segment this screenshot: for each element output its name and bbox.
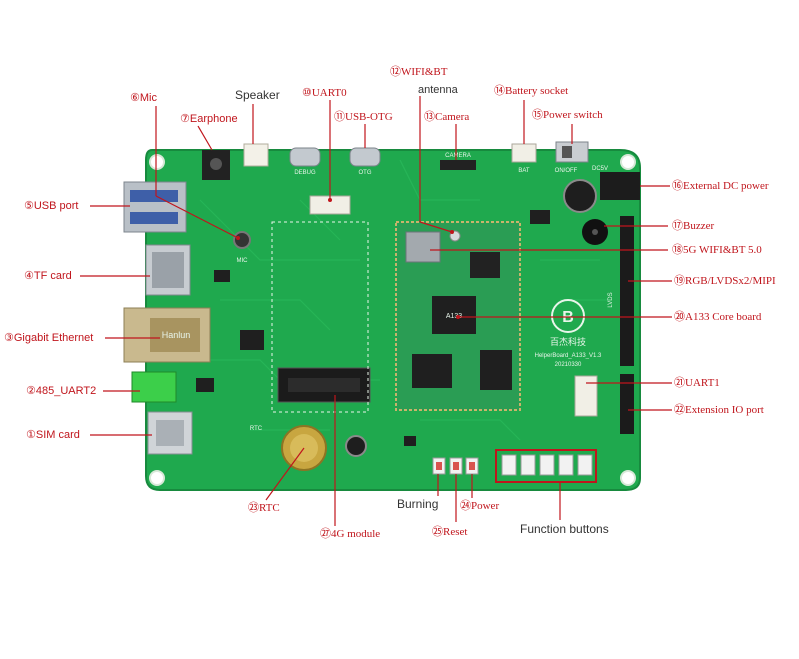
lvds-silk: LVDS — [608, 292, 614, 307]
label-extension-io: ㉒Extension IO port — [674, 404, 764, 416]
earphone-hole — [210, 158, 222, 170]
capacitor — [563, 179, 597, 213]
rs485-terminal — [131, 371, 177, 403]
pointer-lines — [80, 96, 672, 526]
dc-silk: DC5V — [592, 166, 608, 172]
label-sim-card: ①SIM card — [26, 429, 80, 441]
rtc-silk: RTC — [250, 426, 263, 432]
mic-component — [233, 231, 251, 249]
label-gigabit-ethernet: ③Gigabit Ethernet — [4, 332, 94, 344]
mic-silk: MIC — [237, 258, 249, 264]
camera-fpc-connector — [440, 160, 476, 170]
extension-io-header — [620, 374, 634, 434]
label-uart1: ㉑UART1 — [674, 377, 720, 389]
model-silk: HelperBoard_A133_V1.3 — [535, 353, 602, 359]
label-rtc: ㉓RTC — [248, 502, 280, 514]
burn-reset-power-buttons — [432, 457, 479, 475]
lvds-header — [620, 216, 634, 366]
label-usb-otg: ⑪USB-OTG — [334, 111, 393, 123]
label-function-buttons: Function buttons — [520, 522, 609, 536]
label-speaker: Speaker — [235, 88, 280, 102]
core-chip-silk: A133 — [446, 313, 462, 320]
label-power-switch: ⑮Power switch — [532, 109, 603, 121]
label-battery-socket: ⑭Battery socket — [494, 85, 569, 97]
label-rgb-lvds-mipi: ⑲RGB/LVDSx2/MIPI — [674, 275, 776, 287]
battery-socket — [511, 143, 537, 163]
uart1-connector — [574, 375, 598, 417]
label-uart0: ⑩UART0 — [302, 87, 347, 99]
mounting-holes — [149, 154, 636, 486]
onoff-silk: ON/OFF — [555, 168, 578, 174]
uart0-typec — [289, 147, 321, 167]
debug-silk: DEBUG — [294, 170, 316, 176]
dc-power-jack — [600, 172, 640, 200]
label-4g-module: ㉗4G module — [320, 528, 381, 540]
label-camera: ⑬Camera — [424, 111, 470, 123]
label-burning: Burning — [397, 497, 439, 511]
label-wifi-bt: ⑫WIFI&BT — [390, 66, 448, 78]
label-power: ㉔Power — [460, 500, 500, 512]
speaker-connector — [243, 143, 269, 167]
label-external-dc-power: ⑯External DC power — [672, 180, 769, 192]
4g-module-contacts — [288, 378, 360, 392]
label-tf-card: ④TF card — [24, 270, 72, 282]
4g-module-outline — [271, 221, 369, 413]
ethernet-silk-text: Hanlun — [162, 330, 191, 340]
label-mic: ⑥Mic — [130, 92, 157, 104]
buzzer-hole — [592, 229, 598, 235]
otg-silk: OTG — [359, 170, 372, 176]
usb-otg-typec — [349, 147, 381, 167]
label-485-uart2: ②485_UART2 — [26, 385, 97, 397]
usb-port — [123, 181, 187, 233]
label-a133-core-board: ⑳A133 Core board — [674, 311, 762, 323]
label-usb-port: ⑤USB port — [24, 200, 79, 212]
camera-silk: CAMERA — [445, 153, 471, 159]
label-earphone: ⑦Earphone — [180, 113, 238, 125]
label-buzzer: ⑰Buzzer — [672, 220, 715, 232]
power-switch-knob — [562, 146, 572, 158]
label-antenna: antenna — [418, 84, 458, 96]
date-silk: 20210330 — [555, 362, 582, 368]
function-buttons-group — [495, 449, 597, 483]
rtc-capacitor — [345, 435, 367, 457]
pointer-dots — [236, 198, 460, 319]
misc-ics — [196, 210, 550, 446]
sim-card-slot — [147, 411, 193, 455]
bat-silk: BAT — [518, 168, 530, 174]
ethernet-jack — [123, 307, 211, 363]
brand-silk: 百杰科技 — [550, 336, 586, 347]
label-reset: ㉕Reset — [432, 526, 468, 538]
tf-card-slot — [145, 244, 191, 296]
label-5g-wifi-bt: ⑱5G WIFI&BT 5.0 — [672, 244, 762, 256]
